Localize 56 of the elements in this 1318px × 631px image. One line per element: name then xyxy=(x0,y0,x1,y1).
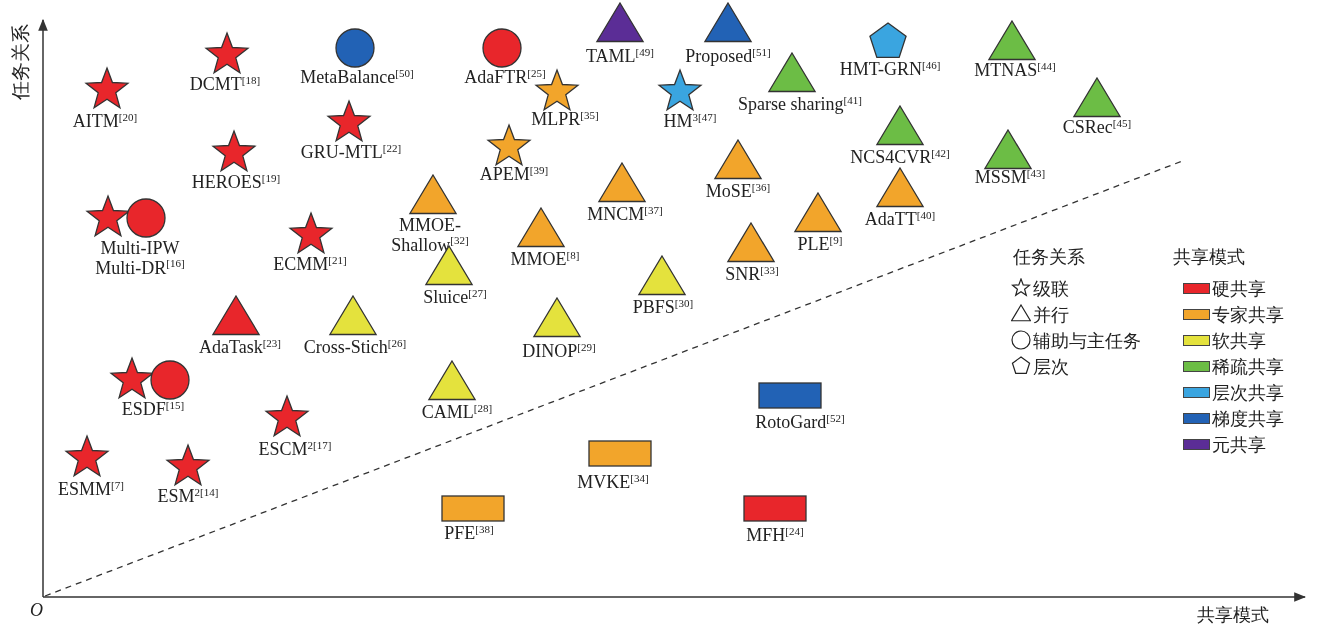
legend-heading: 任务关系 xyxy=(1013,245,1085,269)
method-label: MLPR$^{[35]}$ xyxy=(531,110,599,129)
method-label: DCMT$^{[18]}$ xyxy=(189,75,261,94)
method-label: DINOP$^{[29]}$ xyxy=(522,342,596,361)
method-label: MSSM$^{[43]}$ xyxy=(974,168,1046,187)
method-label: MTNAS$^{[44]}$ xyxy=(974,61,1056,80)
legend-text: 元共享 xyxy=(1212,433,1266,457)
method-label: AdaFTR$^{[25]}$ xyxy=(464,68,546,87)
legend-heading: 共享模式 xyxy=(1173,245,1245,269)
method-label: NCS4CVR$^{[42]}$ xyxy=(850,148,950,167)
legend-text: 层次共享 xyxy=(1212,381,1284,405)
legend-text: 软共享 xyxy=(1212,329,1266,353)
method-label: PFE$^{[38]}$ xyxy=(444,524,494,543)
legend-text: 层次 xyxy=(1033,355,1069,379)
method-label: MMOE$^{[8]}$ xyxy=(510,250,580,269)
method-label: MetaBalance$^{[50]}$ xyxy=(300,68,414,87)
method-label: ESM$^{2[14]}$ xyxy=(157,487,219,506)
method-label: AdaTT$^{[40]}$ xyxy=(864,210,936,229)
axis-title: 任务关系 xyxy=(8,24,32,100)
method-label: MFH$^{[24]}$ xyxy=(746,526,804,545)
method-label: TAML$^{[49]}$ xyxy=(586,47,654,66)
method-label: SNR$^{[33]}$ xyxy=(725,265,779,284)
method-label: HEROES$^{[19]}$ xyxy=(191,173,281,192)
method-label: ESDF$^{[15]}$ xyxy=(121,400,185,419)
legend-text: 辅助与主任务 xyxy=(1033,329,1141,353)
axis-title: 共享模式 xyxy=(1197,603,1269,627)
method-label: RotoGard$^{[52]}$ xyxy=(755,413,845,432)
method-label: HMT-GRN$^{[46]}$ xyxy=(839,60,941,79)
method-label: MVKE$^{[34]}$ xyxy=(577,473,649,492)
method-label: CSRec$^{[45]}$ xyxy=(1062,118,1132,137)
legend-text: 硬共享 xyxy=(1212,277,1266,301)
legend-text: 稀疏共享 xyxy=(1212,355,1284,379)
legend-text: 专家共享 xyxy=(1212,303,1284,327)
method-label: Sluice$^{[27]}$ xyxy=(423,288,487,307)
method-label: AITM$^{[20]}$ xyxy=(72,112,138,131)
method-label: PLE$^{[9]}$ xyxy=(797,235,843,254)
method-label: Multi-IPW Multi-DR$^{[16]}$ xyxy=(94,238,186,278)
method-label: MoSE$^{[36]}$ xyxy=(705,182,771,201)
origin-label: O xyxy=(30,600,43,621)
method-label: GRU-MTL$^{[22]}$ xyxy=(300,143,402,162)
method-label: ESMM$^{[7]}$ xyxy=(58,480,124,499)
method-label: CAML$^{[28]}$ xyxy=(421,403,493,422)
method-label: AdaTask$^{[23]}$ xyxy=(198,338,282,357)
method-label: Proposed$^{[51]}$ xyxy=(685,47,771,66)
method-label: APEM$^{[39]}$ xyxy=(479,165,549,184)
method-label: ESCM$^{2[17]}$ xyxy=(258,440,332,459)
method-label: MMOE- Shallow$^{[32]}$ xyxy=(390,215,470,255)
method-label: Sparse sharing$^{[41]}$ xyxy=(738,95,862,114)
method-label: HM$^{3[47]}$ xyxy=(663,112,717,131)
method-label: ECMM$^{[21]}$ xyxy=(273,255,347,274)
method-label: MNCM$^{[37]}$ xyxy=(587,205,663,224)
method-label: Cross-Stich$^{[26]}$ xyxy=(303,338,407,357)
method-label: PBFS$^{[30]}$ xyxy=(632,298,694,317)
legend-text: 梯度共享 xyxy=(1212,407,1284,431)
legend-text: 并行 xyxy=(1033,303,1069,327)
legend-text: 级联 xyxy=(1033,277,1069,301)
